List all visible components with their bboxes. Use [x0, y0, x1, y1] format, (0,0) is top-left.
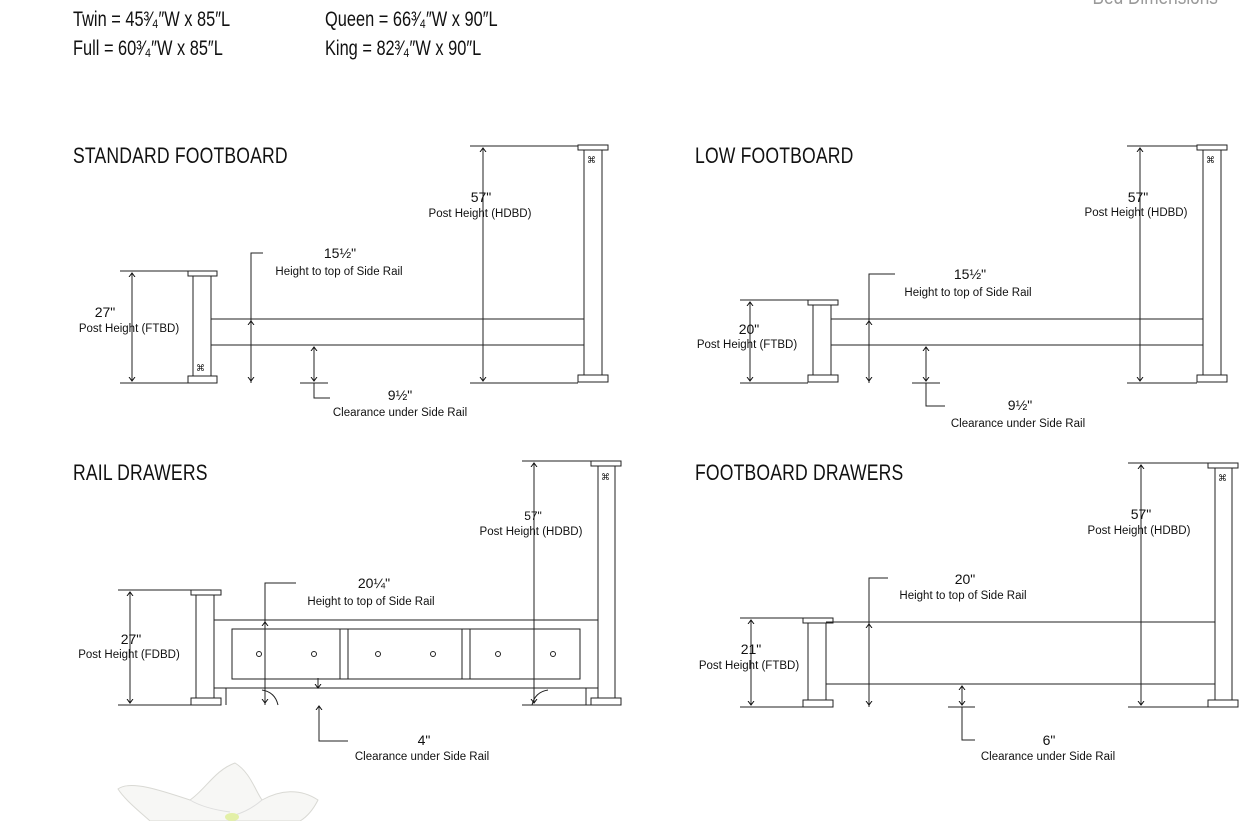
- footboard-post-base: [807, 374, 839, 383]
- drawer-panel: [231, 628, 581, 680]
- std-side-rail-label: Height to top of Side Rail: [275, 266, 402, 278]
- footboard-post-cap: [190, 589, 222, 596]
- low-side-rail-value: 15½": [954, 266, 986, 282]
- drawer-foot: [261, 689, 279, 706]
- diagram-low-footboard: ⌘: [740, 144, 1228, 407]
- diagram-rail-drawers: ⌘: [118, 460, 622, 742]
- post-ornament-icon: ⌘: [1218, 473, 1227, 483]
- std-clearance-label: Clearance under Side Rail: [333, 407, 467, 419]
- post-ornament-icon: ⌘: [1206, 155, 1215, 165]
- std-post-hdbd-label: Post Height (HDBD): [429, 208, 532, 220]
- std-clearance-value: 9½": [388, 387, 412, 403]
- low-post-ft-label: Post Height (FTBD): [697, 339, 797, 351]
- low-clearance-value: 9½": [1008, 397, 1032, 413]
- footboard-post: [192, 275, 212, 377]
- headboard-post: [597, 465, 616, 699]
- headboard-post: [583, 149, 603, 376]
- rd-post-hdbd-label: Post Height (HDBD): [480, 526, 583, 538]
- post-ornament-icon: ⌘: [601, 472, 610, 482]
- footboard-post: [807, 622, 827, 701]
- footboard-post-base: [187, 375, 218, 384]
- headboard-post-cap: [577, 144, 609, 151]
- fd-side-rail-label: Height to top of Side Rail: [899, 590, 1026, 602]
- diagram-standard-footboard: ⌘ ⌘: [120, 144, 609, 399]
- drawer-knob: [550, 651, 556, 657]
- drawer-divider: [461, 628, 471, 680]
- rd-post-ft-label: Post Height (FDBD): [78, 649, 180, 661]
- title-low-footboard: LOW FOOTBOARD: [695, 143, 854, 168]
- headboard-post-base: [590, 697, 622, 706]
- rd-side-rail-value: 20¼": [358, 575, 390, 591]
- fd-post-hdbd-value: 57": [1131, 506, 1152, 522]
- footboard-post-cap: [187, 270, 218, 277]
- page-title: Bed Dimensions: [1093, 0, 1218, 10]
- footboard-post: [812, 304, 832, 376]
- fd-post-hdbd-label: Post Height (HDBD): [1088, 525, 1191, 537]
- drawer-divider: [339, 628, 349, 680]
- title-footboard-drawers: FOOTBOARD DRAWERS: [695, 460, 904, 485]
- rd-clearance-value: 4": [418, 732, 431, 748]
- rd-side-rail-label: Height to top of Side Rail: [307, 596, 434, 608]
- fd-post-ft-value: 21": [741, 641, 762, 657]
- headboard-post-cap: [1196, 144, 1228, 151]
- low-clearance-label: Clearance under Side Rail: [951, 418, 1085, 430]
- post-ornament-icon: ⌘: [587, 155, 596, 165]
- fd-clearance-value: 6": [1043, 732, 1056, 748]
- drawer-knob: [311, 651, 317, 657]
- low-side-rail-label: Height to top of Side Rail: [904, 287, 1031, 299]
- footboard-post-base: [190, 697, 222, 706]
- title-rail-drawers: RAIL DRAWERS: [73, 460, 208, 485]
- fd-post-ft-label: Post Height (FTBD): [699, 660, 799, 672]
- rd-post-ft-value: 27": [121, 631, 142, 647]
- headboard-post-cap: [1207, 462, 1239, 469]
- title-standard-footboard: STANDARD FOOTBOARD: [73, 143, 288, 168]
- std-side-rail-value: 15½": [324, 245, 356, 261]
- headboard-post: [1202, 149, 1222, 376]
- headboard-post-base: [1196, 374, 1228, 383]
- post-ornament-icon: ⌘: [196, 363, 205, 373]
- size-queen: Queen = 66³⁄₄″W x 90″L: [325, 8, 498, 31]
- std-post-ft-label: Post Height (FTBD): [79, 323, 179, 335]
- rd-post-hdbd-value: 57": [524, 509, 542, 523]
- std-post-ft-value: 27": [95, 304, 116, 320]
- std-post-hdbd-value: 57": [471, 189, 492, 205]
- fd-clearance-label: Clearance under Side Rail: [981, 751, 1115, 763]
- drawer-knob: [256, 651, 262, 657]
- low-post-hdbd-value: 57": [1128, 189, 1149, 205]
- footboard-post: [195, 594, 215, 699]
- headboard-post-base: [577, 374, 609, 383]
- low-post-hdbd-label: Post Height (HDBD): [1085, 207, 1188, 219]
- drawer-knob: [430, 651, 436, 657]
- flower-image: [117, 762, 319, 821]
- drawer-knob: [375, 651, 381, 657]
- drawer-knob: [495, 651, 501, 657]
- footboard-post-cap: [807, 299, 839, 306]
- headboard-post: [1214, 467, 1233, 701]
- footboard-post-base: [802, 699, 834, 708]
- headboard-post-cap: [590, 460, 622, 467]
- size-twin: Twin = 45³⁄₄″W x 85″L: [73, 8, 231, 31]
- size-full: Full = 60³⁄₄″W x 85″L: [73, 37, 223, 60]
- rd-clearance-label: Clearance under Side Rail: [355, 751, 489, 763]
- low-post-ft-value: 20": [739, 321, 760, 337]
- diagram-footboard-drawers: ⌘: [740, 462, 1239, 741]
- size-king: King = 82³⁄₄″W x 90″L: [325, 37, 482, 60]
- fd-side-rail-value: 20": [955, 571, 976, 587]
- headboard-post-base: [1207, 699, 1239, 708]
